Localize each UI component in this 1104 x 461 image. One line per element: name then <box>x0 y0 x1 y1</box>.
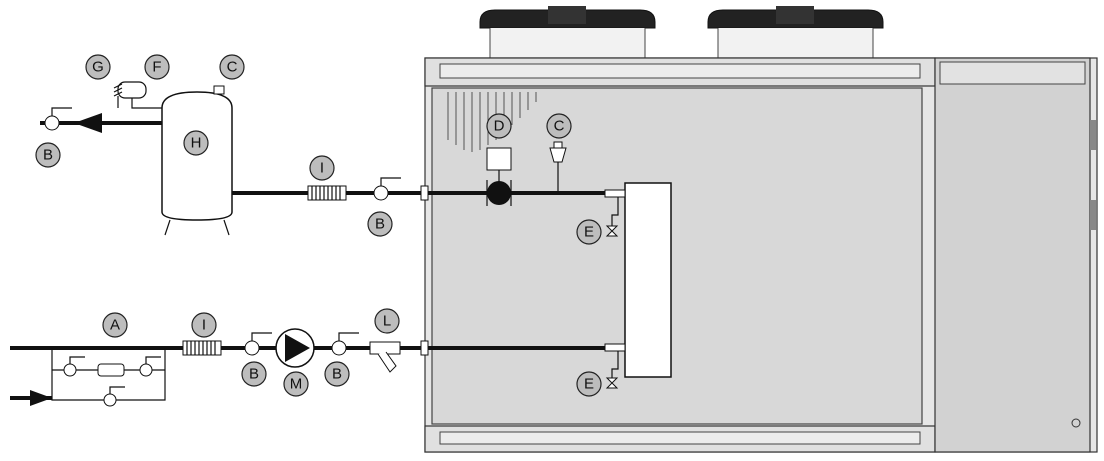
label-C-unit: C <box>546 113 572 139</box>
fan-left <box>479 6 656 59</box>
ball-valves <box>44 107 401 407</box>
label-H: H <box>183 130 209 156</box>
label-G: G <box>85 54 111 80</box>
svg-text:M: M <box>290 376 303 393</box>
svg-text:I: I <box>320 160 324 177</box>
svg-text:L: L <box>383 313 391 330</box>
svg-text:B: B <box>43 147 53 164</box>
flow-switch <box>486 147 512 206</box>
svg-text:A: A <box>110 317 120 334</box>
circulation-pump <box>275 328 315 368</box>
heat-exchanger <box>624 182 672 378</box>
label-E-top: E <box>576 219 602 245</box>
label-M: M <box>283 371 309 397</box>
front-panel <box>431 87 923 425</box>
fan-right <box>707 6 884 59</box>
label-B-top-left: B <box>35 142 61 168</box>
heat-pump-unit <box>424 6 1098 453</box>
side-panel <box>934 57 1091 453</box>
svg-text:B: B <box>375 216 385 233</box>
svg-text:B: B <box>249 366 259 383</box>
flex-joints <box>182 185 347 356</box>
label-B-return-left: B <box>241 361 267 387</box>
svg-text:C: C <box>554 118 565 135</box>
y-filter <box>369 341 401 373</box>
label-I-supply: I <box>309 155 335 181</box>
label-A: A <box>102 312 128 338</box>
label-L: L <box>374 308 400 334</box>
svg-text:B: B <box>332 366 342 383</box>
flow-arrow-inlet <box>30 390 52 406</box>
label-I-return: I <box>191 312 217 338</box>
label-D: D <box>486 113 512 139</box>
label-C-tank: C <box>219 54 245 80</box>
label-E-bottom: E <box>576 371 602 397</box>
svg-text:G: G <box>92 59 104 76</box>
svg-text:D: D <box>494 118 505 135</box>
svg-text:H: H <box>191 135 202 152</box>
svg-text:C: C <box>227 59 238 76</box>
svg-text:I: I <box>202 317 206 334</box>
label-B-return-right: B <box>324 361 350 387</box>
svg-text:F: F <box>152 59 161 76</box>
svg-text:E: E <box>584 224 594 241</box>
svg-text:E: E <box>584 376 594 393</box>
drain-valves <box>605 197 619 389</box>
buffer-tank <box>113 81 233 236</box>
vent-louvers <box>447 92 537 152</box>
label-F: F <box>144 54 170 80</box>
flow-arrow-return <box>74 113 102 133</box>
air-vent-unit <box>549 141 567 193</box>
label-B-supply: B <box>367 211 393 237</box>
